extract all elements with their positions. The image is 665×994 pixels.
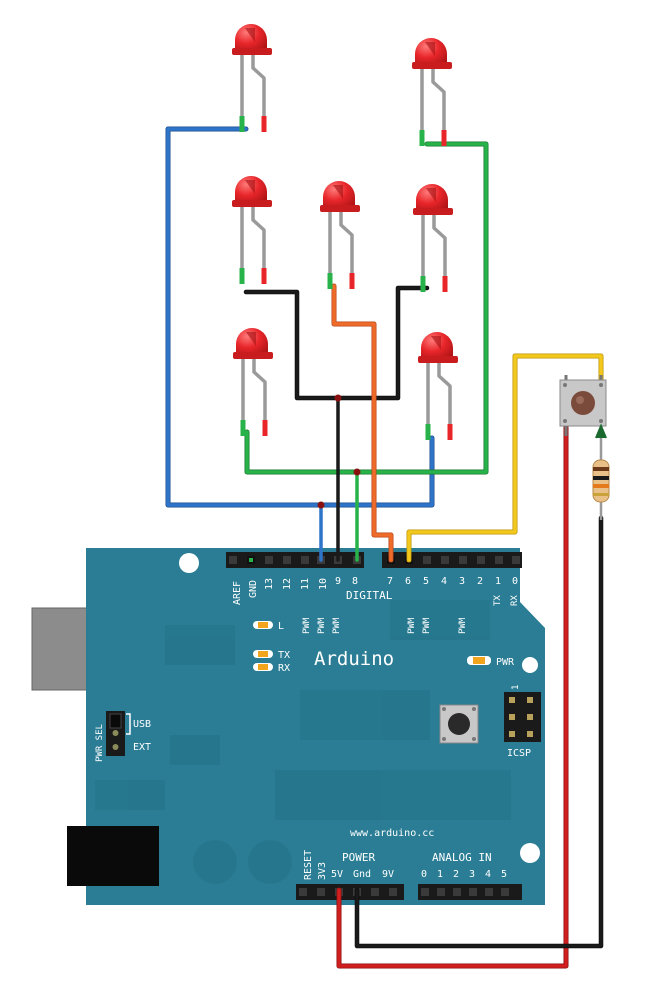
pwm-label-10: PWM xyxy=(317,617,327,634)
digital-header-left xyxy=(226,552,364,568)
usb-label: USB xyxy=(133,719,151,730)
pwm-label-3: PWM xyxy=(458,617,468,634)
power-header xyxy=(296,884,404,900)
icsp-pin1-label: 1 xyxy=(511,685,521,690)
led-l-label: L xyxy=(278,621,284,632)
led xyxy=(320,181,360,289)
ext-label: EXT xyxy=(133,742,151,753)
analog-pin-number: 5 xyxy=(501,869,507,880)
wires xyxy=(165,126,604,969)
led-pwr-label: PWR xyxy=(496,657,515,668)
silkscreen-shapes xyxy=(95,600,511,884)
digital-pin-number: 6 xyxy=(405,576,411,587)
pwm-label-11: PWM xyxy=(302,617,312,634)
digital-pin-number: 7 xyxy=(387,576,393,587)
analog-pin-number: 2 xyxy=(453,869,459,880)
gnd-label: GND xyxy=(248,580,259,598)
junction-dot xyxy=(334,394,342,402)
wire-green xyxy=(245,142,488,474)
wire-red xyxy=(337,423,568,968)
mounting-hole xyxy=(179,553,199,573)
wire-orange xyxy=(332,284,393,562)
dc-power-jack xyxy=(67,826,159,886)
aref-label: AREF xyxy=(232,581,243,605)
v5-pin-label: 5V xyxy=(331,869,343,880)
digital-pin-number: 1 xyxy=(495,576,501,587)
pwr-sel-label: PWR SEL xyxy=(95,724,105,762)
led-l: L xyxy=(253,621,284,632)
digital-pin-number: 11 xyxy=(300,578,311,590)
resistor xyxy=(592,423,610,520)
pushbutton[interactable] xyxy=(559,375,607,436)
reset-pin-label: RESET xyxy=(303,850,314,880)
led-tx: TX xyxy=(253,650,290,661)
digital-pin-number: 8 xyxy=(352,576,358,587)
digital-pin-number: 10 xyxy=(318,578,329,590)
board-body xyxy=(86,548,545,905)
digital-pin-number: 3 xyxy=(459,576,465,587)
digital-pin-number: 9 xyxy=(335,576,341,587)
analog-pin-number: 4 xyxy=(485,869,491,880)
led-tx-label: TX xyxy=(278,650,290,661)
led xyxy=(412,38,452,146)
digital-header-right xyxy=(382,552,522,568)
pwm-label-5: PWM xyxy=(422,617,432,634)
v33-pin-label: 3V3 xyxy=(317,862,328,880)
reset-button[interactable] xyxy=(439,704,479,744)
digital-pin-number: 2 xyxy=(477,576,483,587)
digital-pin-number: 13 xyxy=(264,578,275,590)
digital-pin-number: 12 xyxy=(282,578,293,590)
digital-pin-number: 4 xyxy=(441,576,447,587)
website-label: www.arduino.cc xyxy=(350,828,434,839)
digital-pin-number: 5 xyxy=(423,576,429,587)
analog-pin-number: 0 xyxy=(421,869,427,880)
wire-gnd xyxy=(355,516,603,948)
icsp-label: ICSP xyxy=(507,748,531,759)
analog-pin-number: 1 xyxy=(437,869,443,880)
analog-label: ANALOG IN xyxy=(432,851,492,864)
v9-pin-label: 9V xyxy=(382,869,394,880)
tx-pin-label: TX xyxy=(493,595,503,606)
led xyxy=(232,176,272,284)
mounting-hole xyxy=(520,843,540,863)
digital-pin-number: 0 xyxy=(512,576,518,587)
led xyxy=(413,184,453,292)
mounting-hole xyxy=(522,657,538,673)
led xyxy=(418,332,458,440)
led xyxy=(233,328,273,436)
wire-blue-shadow xyxy=(165,126,435,508)
pwm-label-6: PWM xyxy=(407,617,417,634)
power-label: POWER xyxy=(342,851,375,864)
digital-label: DIGITAL xyxy=(346,589,393,602)
analog-pin-number: 3 xyxy=(469,869,475,880)
wire-blue xyxy=(166,127,434,507)
led-pwr: PWR xyxy=(467,656,515,668)
pwm-label-9: PWM xyxy=(332,617,342,634)
gnd-power-pin-label: Gnd xyxy=(353,869,371,880)
wire-orange-shadow xyxy=(331,283,394,563)
junction-dot xyxy=(353,468,361,476)
rx-pin-label: RX xyxy=(510,595,520,606)
wire-black xyxy=(244,286,429,400)
icsp-header: 1 ICSP xyxy=(504,685,541,759)
junction-dot xyxy=(317,501,325,509)
led-rx-label: RX xyxy=(278,663,290,674)
power-select-jumper: PWR SEL USB EXT xyxy=(95,711,151,762)
arduino-brand: Arduino xyxy=(314,648,394,670)
wire-yellow xyxy=(407,354,603,562)
led xyxy=(232,24,272,132)
led-array xyxy=(232,24,458,440)
led-rx: RX xyxy=(253,663,290,674)
